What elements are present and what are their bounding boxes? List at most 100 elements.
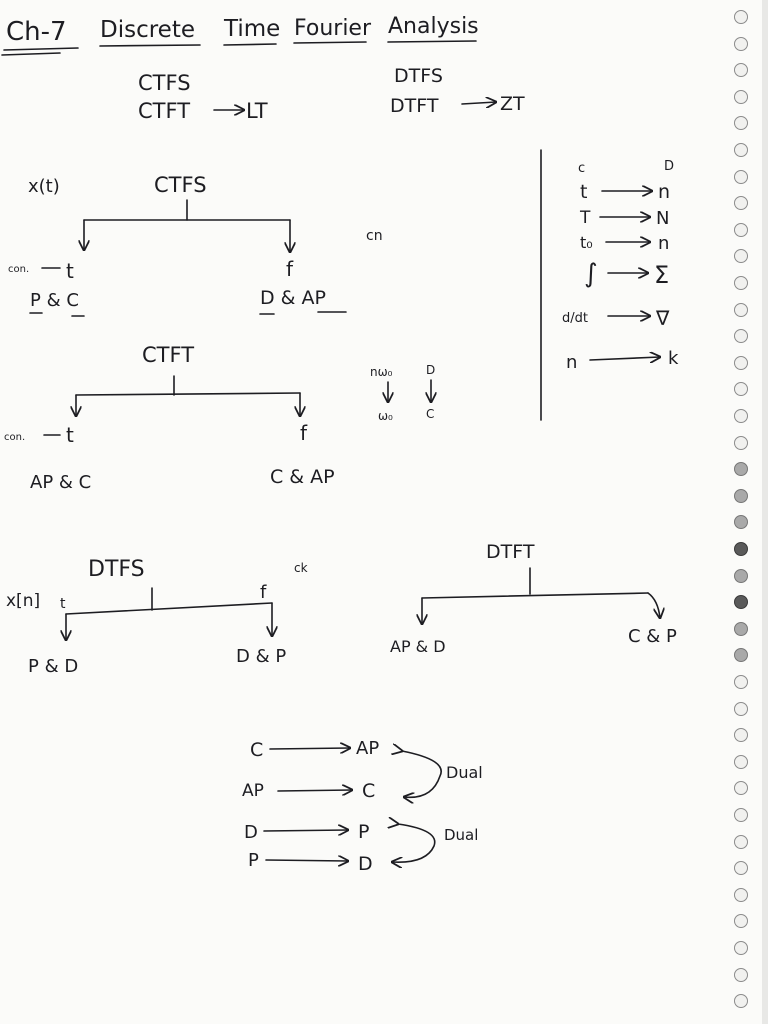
- ctfs-right-props: D & AP: [260, 287, 326, 309]
- ctft-conv-right-top: D: [426, 363, 435, 377]
- mapping-from-1: t: [580, 181, 587, 203]
- binding-hole: [734, 116, 748, 131]
- ctft-left-note: con.: [4, 432, 25, 443]
- binding-hole: [734, 728, 748, 743]
- ctft-root: CTFT: [142, 343, 194, 367]
- label-ctfs: CTFS: [138, 71, 191, 95]
- dual-r1-from: C: [250, 739, 263, 761]
- binding-hole: [734, 435, 748, 450]
- ctft-left-var: t: [66, 423, 74, 447]
- dtfs-tree: DTFS ck x[n] t f P & D D & P: [6, 557, 308, 677]
- ctft-conv-left-bottom: ω₀: [378, 409, 393, 423]
- dtfs-input: x[n]: [6, 591, 40, 611]
- binding-hole: [734, 648, 748, 663]
- dual-r3-from: D: [244, 822, 258, 843]
- label-zt: ZT: [500, 93, 525, 115]
- binding-hole: [734, 808, 748, 822]
- mapping-head-left: c: [578, 161, 585, 176]
- ctft-conv-right-bottom: C: [426, 407, 434, 421]
- dual-r3-to: P: [358, 821, 369, 843]
- binding-hole: [734, 887, 748, 902]
- ctft-right-props: C & AP: [270, 466, 335, 488]
- binding-hole: [734, 143, 748, 157]
- dtft-tree: DTFT AP & D C & P: [390, 541, 677, 656]
- binding-hole: [734, 196, 748, 211]
- page-edge: [762, 0, 768, 1024]
- dtfs-coef: ck: [294, 561, 308, 575]
- ctfs-left-var: t: [66, 259, 74, 283]
- mapping-from-5: d/dt: [562, 311, 588, 326]
- binding-hole: [734, 249, 748, 264]
- mapping-from-3: t₀: [580, 233, 593, 252]
- mapping-head-right: D: [664, 159, 674, 174]
- mapping-from-6: n: [566, 352, 577, 373]
- binding-hole: [734, 355, 748, 370]
- mapping-to-2: N: [656, 208, 669, 229]
- binding-hole: [734, 89, 748, 104]
- duality-section: C AP AP C Dual D P P D Dual: [242, 738, 483, 875]
- title-word-discrete: Discrete: [100, 17, 195, 43]
- binding-hole: [734, 675, 748, 689]
- dtft-right-props: C & P: [628, 626, 677, 647]
- binding-hole: [734, 621, 748, 636]
- binding-hole: [734, 382, 748, 397]
- spiral-binding-holes: [734, 0, 754, 1024]
- mapping-to-3: n: [658, 233, 669, 254]
- dual-label-2: Dual: [444, 826, 478, 844]
- page-title: Ch-7 Discrete Time Fourier Analysis: [1, 14, 479, 56]
- binding-hole: [734, 914, 748, 929]
- mapping-to-5: ∇: [655, 306, 670, 330]
- binding-hole: [734, 36, 748, 51]
- dtfs-root: DTFS: [88, 557, 145, 582]
- dual-r4-from: P: [248, 850, 259, 871]
- title-word-analysis: Analysis: [388, 14, 479, 39]
- ctfs-right-var: f: [286, 257, 294, 281]
- dtfs-left-var: t: [60, 596, 66, 612]
- binding-hole: [734, 701, 748, 716]
- binding-hole: [734, 63, 748, 78]
- binding-hole: [734, 169, 748, 184]
- title-word-time: Time: [223, 16, 280, 42]
- label-dtft: DTFT: [390, 95, 439, 117]
- binding-hole: [734, 276, 748, 290]
- ctft-right-var: f: [300, 421, 308, 445]
- dtfs-left-props: P & D: [28, 656, 78, 677]
- binding-hole: [734, 941, 748, 955]
- mapping-from-4: ∫: [584, 259, 598, 289]
- label-lt: LT: [246, 99, 268, 123]
- ctfs-input: x(t): [28, 176, 60, 197]
- title-word-fourier: Fourier: [294, 16, 372, 41]
- ctfs-left-note: con.: [8, 264, 29, 275]
- mapping-to-4: Σ: [654, 261, 669, 289]
- binding-hole: [734, 834, 748, 849]
- dtfs-right-var: f: [260, 582, 267, 603]
- dtft-left-props: AP & D: [390, 637, 446, 656]
- title-chapter: Ch-7: [6, 17, 67, 47]
- label-dtfs: DTFS: [394, 65, 443, 87]
- binding-hole: [734, 754, 748, 769]
- ctfs-coef: cn: [366, 228, 383, 244]
- binding-hole: [734, 568, 748, 583]
- dual-r2-from: AP: [242, 781, 264, 801]
- binding-hole: [734, 515, 748, 530]
- ctft-conv-left-top: nω₀: [370, 365, 393, 379]
- binding-hole: [734, 10, 748, 24]
- dual-r2-to: C: [362, 780, 375, 802]
- dual-r1-to: AP: [356, 738, 379, 759]
- binding-hole: [734, 994, 748, 1009]
- dual-r4-to: D: [358, 853, 373, 875]
- binding-hole: [734, 488, 748, 503]
- binding-hole: [734, 409, 748, 423]
- ctft-left-props: AP & C: [30, 472, 91, 493]
- binding-hole: [734, 781, 748, 796]
- dtfs-right-props: D & P: [236, 646, 286, 667]
- binding-hole: [734, 222, 748, 237]
- ctft-tree: CTFT con. t f AP & C C & AP nω₀ ω₀ D C: [4, 343, 435, 493]
- binding-hole: [734, 329, 748, 344]
- ctfs-root: CTFS: [154, 173, 207, 197]
- mapping-to-6: k: [668, 348, 679, 369]
- binding-hole: [734, 861, 748, 876]
- ct-to-dt-mapping: c D t n T N t₀ n ∫ Σ d/dt ∇ n k: [540, 149, 679, 421]
